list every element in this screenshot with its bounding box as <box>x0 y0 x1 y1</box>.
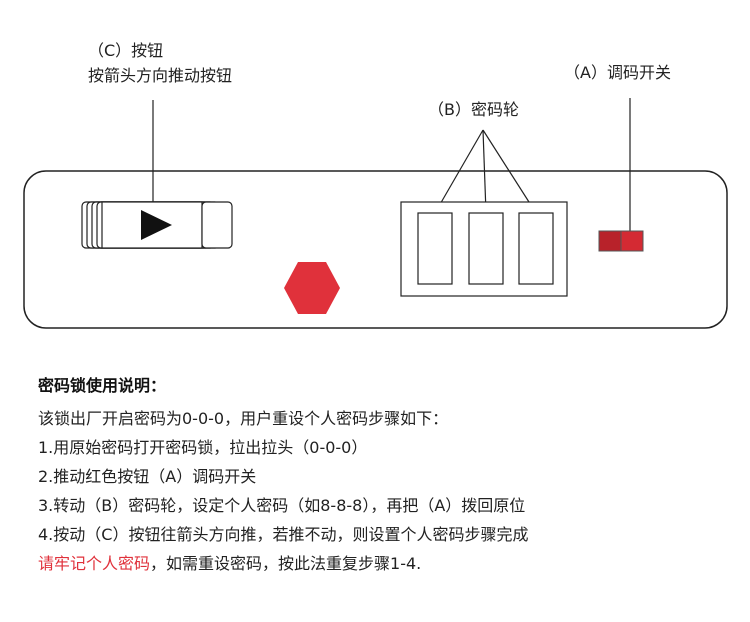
wheel-leader-line-1 <box>434 129 484 214</box>
button-c-label: （C）按钮 <box>88 41 164 60</box>
button-c-description: 按箭头方向推动按钮 <box>88 66 233 85</box>
instruction-step-1: 1.用原始密码打开密码锁，拉出拉头（0-0-0） <box>38 438 368 457</box>
play-triangle-icon <box>141 210 172 240</box>
red-hexagon-icon <box>284 262 340 314</box>
push-button-c[interactable] <box>81 201 233 249</box>
wheels-b-label: （B）密码轮 <box>428 100 519 119</box>
instructions-title: 密码锁使用说明： <box>38 376 167 395</box>
instruction-step-2: 2.推动红色按钮（A）调码开关 <box>38 467 257 486</box>
code-wheel-2[interactable] <box>468 212 504 285</box>
lock-diagram-svg <box>23 98 728 329</box>
instruction-reminder: 请牢记个人密码，如需重设密码，按此法重复步骤1-4. <box>38 549 728 578</box>
instruction-step-3: 3.转动（B）密码轮，设定个人密码（如8-8-8），再把（A）拨回原位 <box>38 496 526 515</box>
switch-a-label: （A）调码开关 <box>564 63 671 82</box>
instruction-step-4: 4.按动（C）按钮往箭头方向推，若推不动，则设置个人密码步骤完成 <box>38 525 529 544</box>
lock-body <box>23 170 728 329</box>
instructions-section: 密码锁使用说明： 该锁出厂开启密码为0-0-0，用户重设个人密码步骤如下： 1.… <box>38 374 728 578</box>
wheel-leader-line-3 <box>482 129 537 214</box>
code-wheel-1[interactable] <box>417 212 453 285</box>
wheel-leader-line-2 <box>482 129 487 214</box>
reminder-highlight: 请牢记个人密码 <box>38 554 151 573</box>
code-wheel-3[interactable] <box>518 212 554 285</box>
reminder-rest: ，如需重设密码，按此法重复步骤1-4. <box>150 554 422 573</box>
code-reset-switch-a[interactable] <box>598 230 644 252</box>
instructions-intro: 该锁出厂开启密码为0-0-0，用户重设个人密码步骤如下： <box>38 409 449 428</box>
lock-diagram: （C）按钮 按箭头方向推动按钮 （A）调码开关 （B）密码轮 <box>23 41 728 329</box>
